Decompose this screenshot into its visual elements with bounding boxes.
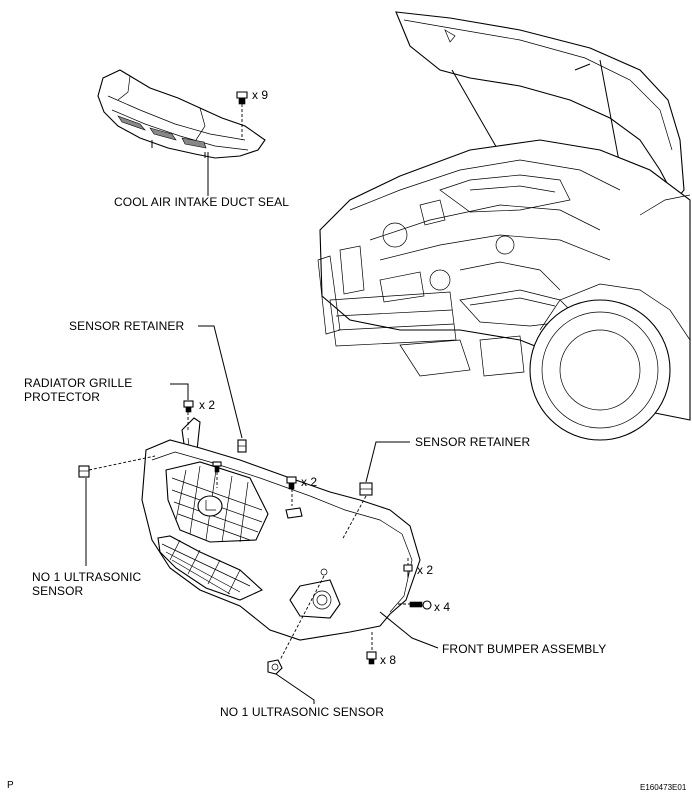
seal-clip-part — [236, 91, 248, 105]
front-bumper-assembly-part — [141, 439, 421, 641]
bolts-quantity: x 4 — [434, 600, 451, 614]
no1-ultrasonic-sensor-left-label-line2: SENSOR — [32, 584, 84, 598]
lower-clips-quantity: x 8 — [380, 653, 397, 667]
seal-clips-quantity: x 9 — [252, 88, 269, 102]
radiator-grille-protector-label-line1: RADIATOR GRILLE — [24, 376, 133, 390]
right-side-screws-quantity: x 2 — [417, 563, 434, 577]
grille-protector-clip-part — [183, 400, 194, 413]
center-clip-part — [286, 476, 297, 490]
front-bumper-assembly-label: FRONT BUMPER ASSEMBLY — [442, 642, 607, 656]
sensor-retainer-left-part — [237, 439, 247, 453]
lower-clip-part — [366, 651, 377, 665]
cool-air-intake-duct-seal-label: COOL AIR INTAKE DUCT SEAL — [114, 195, 289, 209]
sensor-retainer-right-part — [359, 482, 373, 496]
cool-air-intake-duct-seal-part — [97, 69, 266, 159]
ultrasonic-sensor-bottom-part — [267, 659, 283, 675]
no1-ultrasonic-sensor-bottom-label: NO 1 ULTRASONIC SENSOR — [220, 705, 385, 719]
bolt-part — [409, 600, 432, 610]
ultrasonic-sensor-left-part — [78, 465, 90, 478]
sensor-retainer-right-label: SENSOR RETAINER — [415, 435, 531, 449]
figure-code: E160473E01 — [640, 783, 687, 792]
grille-protector-clips-quantity: x 2 — [199, 398, 216, 412]
center-clips-quantity: x 2 — [301, 475, 318, 489]
right-side-screw-part — [403, 564, 413, 578]
sensor-retainer-left-label: SENSOR RETAINER — [69, 319, 185, 333]
vehicle-front-illustration — [317, 11, 691, 441]
page-marker: P — [7, 780, 14, 791]
no1-ultrasonic-sensor-left-label-line1: NO 1 ULTRASONIC — [32, 570, 142, 584]
radiator-grille-protector-label-line2: PROTECTOR — [24, 390, 101, 404]
